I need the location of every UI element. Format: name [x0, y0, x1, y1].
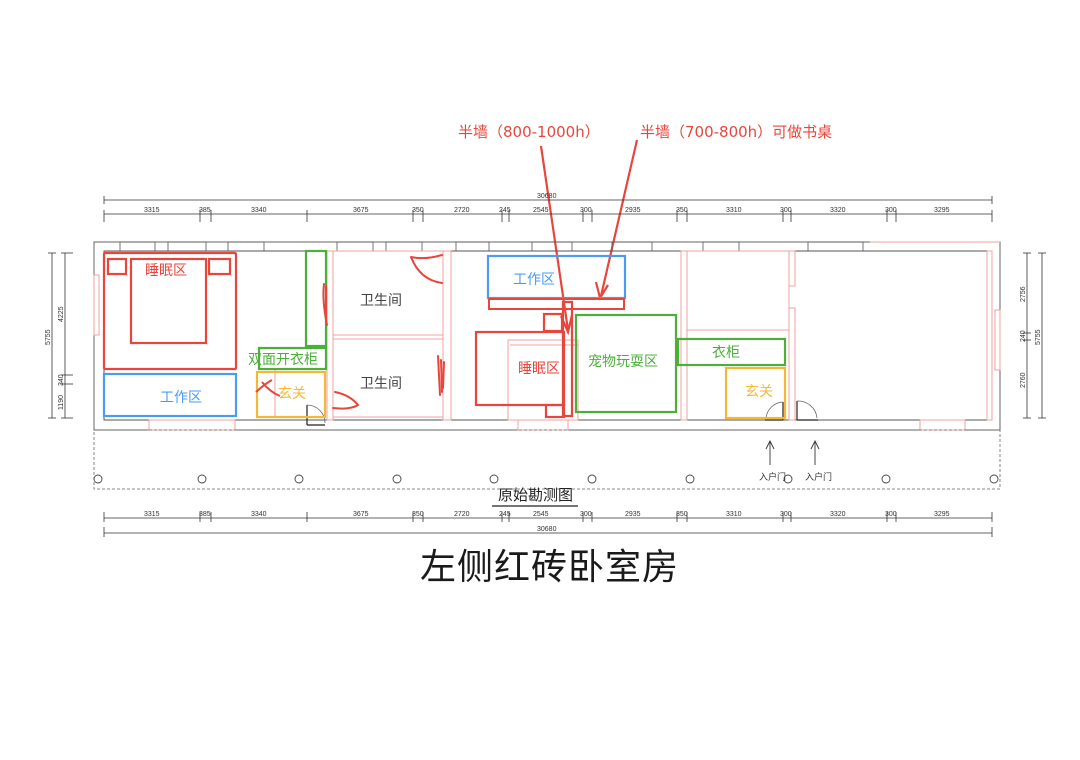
svg-text:2545: 2545	[533, 207, 549, 214]
svg-text:2720: 2720	[454, 511, 470, 518]
svg-text:245: 245	[499, 207, 511, 214]
svg-text:300: 300	[780, 511, 792, 518]
left-dim-340: 340	[58, 374, 65, 386]
right-total-dimension: 5755	[1035, 329, 1042, 345]
svg-text:3320: 3320	[830, 511, 846, 518]
work-zone-mid-label: 工作区	[513, 272, 555, 288]
drawing-caption: 原始勘测图	[498, 486, 573, 504]
svg-text:350: 350	[412, 511, 424, 518]
bottom-dimension-lines	[103, 512, 993, 537]
svg-text:3320: 3320	[830, 207, 846, 214]
svg-text:385: 385	[199, 207, 211, 214]
top-segment-labels: 3315 385 3340 3675 350 2720 245 2545 300…	[144, 207, 950, 214]
annotation-arrow-1	[539, 145, 574, 336]
wardrobe	[676, 337, 787, 367]
svg-text:300: 300	[885, 511, 897, 518]
sleep-zone-mid-label: 睡眠区	[518, 361, 560, 377]
scribble-marks	[322, 254, 445, 410]
svg-text:300: 300	[780, 207, 792, 214]
pet-zone	[574, 313, 678, 414]
svg-text:300: 300	[885, 207, 897, 214]
svg-text:2720: 2720	[454, 207, 470, 214]
svg-text:3310: 3310	[726, 207, 742, 214]
right-dim-2760: 2760	[1020, 372, 1027, 388]
entry-right-label: 玄关	[745, 383, 773, 400]
svg-text:350: 350	[412, 207, 424, 214]
svg-text:3340: 3340	[251, 207, 267, 214]
left-dim-1190: 1190	[58, 395, 65, 410]
sleep-zone-left	[102, 251, 238, 371]
entry-left-label: 玄关	[278, 385, 306, 402]
outer-walls	[93, 241, 1001, 490]
bathroom-top-label: 卫生间	[360, 293, 402, 309]
left-dim-4225: 4225	[58, 306, 65, 322]
entrance-arrow-2	[810, 439, 820, 465]
top-dimension-lines	[103, 196, 993, 222]
right-dim-2756: 2756	[1020, 286, 1027, 302]
left-dimension-lines	[48, 252, 73, 419]
top-total-dimension: 30680	[537, 193, 557, 200]
entrance-label-1: 入户门	[759, 471, 786, 483]
bottom-total-dimension: 30680	[537, 526, 557, 533]
half-wall-desk	[488, 298, 625, 310]
bathroom-bottom-label: 卫生间	[360, 376, 402, 392]
svg-text:245: 245	[499, 511, 511, 518]
svg-text:3315: 3315	[144, 511, 160, 518]
svg-text:2935: 2935	[625, 207, 641, 214]
column-markers	[93, 474, 999, 484]
svg-text:350: 350	[676, 207, 688, 214]
svg-text:385: 385	[199, 511, 211, 518]
svg-text:3675: 3675	[353, 207, 369, 214]
bottom-segment-labels: 3315 385 3340 3675 350 2720 245 2545 300…	[144, 511, 950, 518]
half-wall-note-2: 半墙（700-800h）可做书桌	[640, 123, 832, 141]
door-left	[306, 404, 326, 426]
svg-text:3295: 3295	[934, 207, 950, 214]
svg-text:2935: 2935	[625, 511, 641, 518]
work-zone-left	[102, 372, 238, 418]
svg-text:3340: 3340	[251, 511, 267, 518]
svg-text:3675: 3675	[353, 511, 369, 518]
page-title: 左侧红砖卧室房	[420, 547, 680, 588]
svg-text:3295: 3295	[934, 511, 950, 518]
right-dim-240: 240	[1020, 330, 1027, 342]
svg-text:300: 300	[580, 207, 592, 214]
svg-text:3315: 3315	[144, 207, 160, 214]
sleep-zone-left-label: 睡眠区	[145, 263, 187, 279]
svg-text:350: 350	[676, 511, 688, 518]
door-right-1	[796, 400, 818, 421]
svg-text:2545: 2545	[533, 511, 549, 518]
left-total-dimension: 5755	[45, 329, 52, 345]
wardrobe-label: 衣柜	[712, 345, 740, 361]
work-zone-left-label: 工作区	[160, 390, 202, 406]
entrance-arrow-1	[765, 439, 775, 465]
svg-text:3310: 3310	[726, 511, 742, 518]
svg-text:300: 300	[580, 511, 592, 518]
entry-zone-left	[255, 370, 327, 419]
entrance-label-2: 入户门	[805, 471, 832, 483]
sleep-zone-mid	[474, 300, 574, 419]
right-dimension-lines	[1023, 252, 1046, 419]
cross-mark	[255, 379, 281, 397]
annotation-arrow-2	[594, 139, 639, 301]
half-wall-note-1: 半墙（800-1000h）	[458, 123, 600, 141]
entry-zone-right	[724, 366, 787, 420]
pet-zone-label: 宠物玩耍区	[588, 354, 658, 370]
double-wardrobe-label: 双面开衣柜	[248, 352, 318, 368]
